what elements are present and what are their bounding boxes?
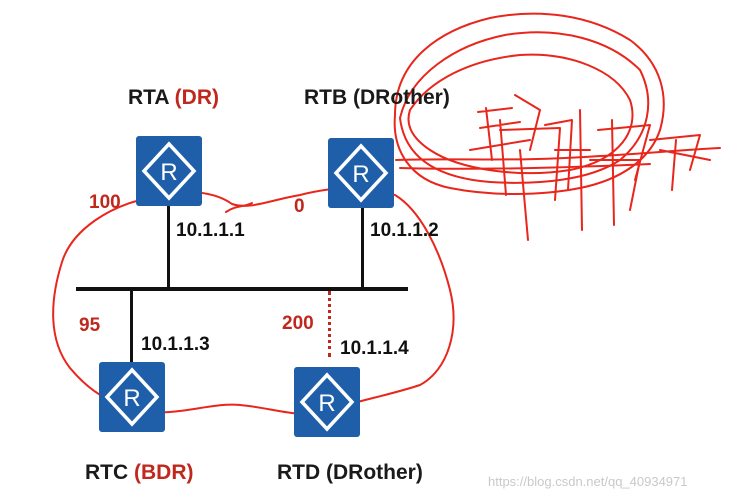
priority-rta: 100 <box>89 192 121 213</box>
link-rtb <box>361 205 364 289</box>
router-label-rtb: RTB (DRother) <box>304 86 450 109</box>
network-bus <box>76 287 408 291</box>
ip-rtb: 10.1.1.2 <box>370 220 439 241</box>
ip-rtd: 10.1.1.4 <box>340 338 409 359</box>
annotation-arrow <box>395 147 721 161</box>
link-rtd-down <box>328 291 331 357</box>
annotation-handwriting <box>469 94 711 231</box>
svg-text:R: R <box>352 161 369 188</box>
router-label-rta: RTA (DR) <box>128 86 219 109</box>
ip-rta: 10.1.1.1 <box>176 220 245 241</box>
link-rta <box>167 205 170 289</box>
priority-rtb: 0 <box>294 196 305 217</box>
svg-text:R: R <box>160 159 177 186</box>
router-icon-rta: R <box>136 136 202 206</box>
watermark: https://blog.csdn.net/qq_40934971 <box>488 474 688 489</box>
priority-rtd: 200 <box>282 313 314 334</box>
priority-rtc: 95 <box>79 315 101 336</box>
annotation-squiggle <box>225 202 253 213</box>
svg-text:R: R <box>318 390 335 417</box>
svg-text:R: R <box>123 385 140 412</box>
link-rtc <box>130 290 133 362</box>
router-icon-rtc: R <box>99 362 165 432</box>
router-label-rtc: RTC (BDR) <box>85 461 194 484</box>
router-label-rtd: RTD (DRother) <box>277 461 423 484</box>
router-icon-rtb: R <box>328 138 394 208</box>
annotation-cloud-network <box>52 186 455 415</box>
ip-rtc: 10.1.1.3 <box>141 334 210 355</box>
annotation-cloud-rtb <box>393 12 665 195</box>
router-icon-rtd: R <box>294 367 360 437</box>
